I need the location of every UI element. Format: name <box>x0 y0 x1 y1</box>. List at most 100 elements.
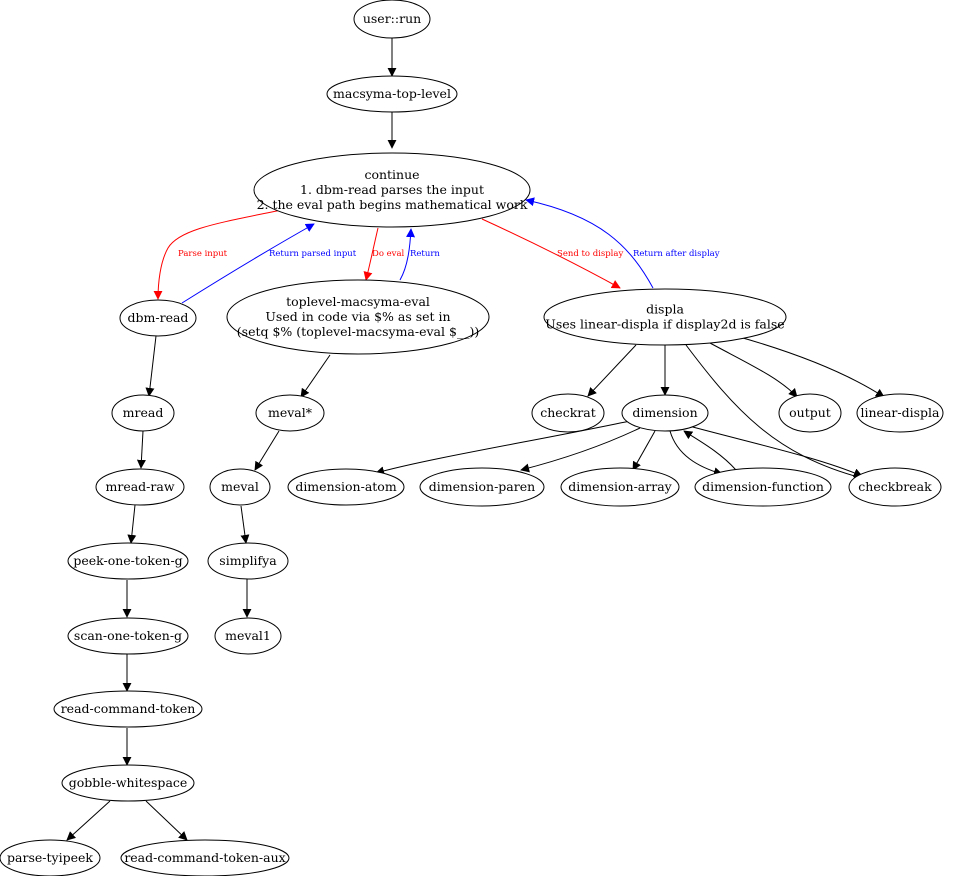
edge-label-return: Return <box>410 249 440 259</box>
node-dimension-array-ellipse <box>560 467 680 507</box>
node-displa-label: Uses linear-displa if display2d is false <box>545 317 784 332</box>
node-read-command-token-aux-ellipse <box>120 839 290 876</box>
node-parse-tyipeek-ellipse <box>0 839 101 876</box>
edge-dimension-to-dimension-paren <box>520 427 641 473</box>
node-read-command-token: read-command-token <box>53 690 203 728</box>
node-continue-label: continue <box>364 167 419 182</box>
node-mread-raw: mread-raw <box>95 468 185 506</box>
edge-displa-to-continue <box>525 197 654 289</box>
node-peek-one-token-g-ellipse <box>67 542 189 580</box>
node-displa-label: displa <box>646 302 684 317</box>
edge-displa-to-linear-displa <box>735 335 885 398</box>
edge-displa-to-checkbreak <box>685 344 863 481</box>
edge-gobble-whitespace-to-parse-tyipeek <box>66 800 111 841</box>
node-read-command-token-aux-label: read-command-token-aux <box>124 850 285 865</box>
node-checkbreak-ellipse <box>848 467 942 507</box>
edge-displa-to-checkrat <box>587 344 637 397</box>
node-simplifya-ellipse <box>207 542 289 580</box>
node-dimension-function-ellipse <box>694 467 832 507</box>
edge-displa-to-output <box>709 342 798 398</box>
node-user-run: user::run <box>353 0 431 39</box>
node-continue-label: 1. dbm-read parses the input <box>300 182 484 197</box>
edge-dimension-to-checkbreak <box>688 425 863 477</box>
node-linear-displa-ellipse <box>856 393 944 433</box>
node-toplevel-macsyma-eval-label: (setq $% (toplevel-macsyma-eval $__)) <box>237 324 479 339</box>
node-dimension-label: dimension <box>632 405 697 420</box>
edge-gobble-whitespace-to-read-command-token-aux <box>145 800 188 841</box>
node-dimension: dimension <box>621 394 709 432</box>
node-mread-label: mread <box>123 405 164 420</box>
edge-mread-raw-to-peek-one-token-g <box>127 504 137 544</box>
node-linear-displa: linear-displa <box>856 393 944 433</box>
node-dbm-read: dbm-read <box>119 299 197 337</box>
edge-label-send-to-display: Send to display <box>557 249 623 259</box>
edges-layer <box>66 38 885 841</box>
node-gobble-whitespace-ellipse <box>61 764 195 802</box>
edge-continue-to-toplevel-macsyma-eval <box>363 227 379 281</box>
node-parse-tyipeek: parse-tyipeek <box>0 839 101 876</box>
node-read-command-token-aux: read-command-token-aux <box>120 839 290 876</box>
node-peek-one-token-g-label: peek-one-token-g <box>73 553 182 568</box>
node-dimension-atom-ellipse <box>287 468 405 506</box>
edge-label-parse-input: Parse input <box>178 249 228 259</box>
edge-dimension-to-dimension-function <box>669 430 723 477</box>
node-displa-ellipse <box>543 288 787 346</box>
node-simplifya-label: simplifya <box>219 553 277 568</box>
node-scan-one-token-g-ellipse <box>67 617 189 655</box>
edge-label-do-eval: Do eval <box>372 249 405 259</box>
node-read-command-token-ellipse <box>53 690 203 728</box>
edge-mread-to-mread-raw <box>136 430 146 469</box>
node-macsyma-top-level-ellipse <box>326 75 458 113</box>
edge-label-return-parsed-input: Return parsed input <box>269 249 357 259</box>
node-mread-raw-ellipse <box>95 468 185 506</box>
node-peek-one-token-g: peek-one-token-g <box>67 542 189 580</box>
node-mread: mread <box>111 394 175 432</box>
node-read-command-token-label: read-command-token <box>61 701 196 716</box>
edge-toplevel-macsyma-eval-to-continue <box>399 228 416 281</box>
node-meval1-label: meval1 <box>225 628 271 643</box>
node-output-ellipse <box>778 393 842 433</box>
node-macsyma-top-level-label: macsyma-top-level <box>333 86 451 101</box>
node-meval-ellipse <box>209 468 271 506</box>
node-mread-ellipse <box>111 394 175 432</box>
node-dbm-read-label: dbm-read <box>128 310 189 325</box>
node-dbm-read-ellipse <box>119 299 197 337</box>
node-user-run-label: user::run <box>363 11 421 26</box>
node-toplevel-macsyma-eval-label: toplevel-macsyma-eval <box>286 294 430 309</box>
edge-continue-to-displa <box>481 218 621 289</box>
node-meval-label: meval <box>221 479 259 494</box>
node-dimension-array: dimension-array <box>560 467 680 507</box>
node-dimension-paren: dimension-paren <box>419 467 545 507</box>
node-gobble-whitespace: gobble-whitespace <box>61 764 195 802</box>
node-checkrat-ellipse <box>531 393 605 433</box>
node-gobble-whitespace-label: gobble-whitespace <box>69 775 188 790</box>
node-linear-displa-label: linear-displa <box>861 405 941 420</box>
node-mread-raw-label: mread-raw <box>105 479 174 494</box>
edge-label-return-after-display: Return after display <box>633 249 720 259</box>
node-meval-star-label: meval* <box>268 405 313 420</box>
node-simplifya: simplifya <box>207 542 289 580</box>
node-scan-one-token-g: scan-one-token-g <box>67 617 189 655</box>
node-meval1: meval1 <box>214 617 282 655</box>
node-toplevel-macsyma-eval-ellipse <box>226 279 490 355</box>
node-dimension-paren-ellipse <box>419 467 545 507</box>
node-dimension-atom: dimension-atom <box>287 468 405 506</box>
node-meval1-ellipse <box>214 617 282 655</box>
node-dimension-atom-label: dimension-atom <box>295 479 397 494</box>
node-continue-label: 2. the eval path begins mathematical wor… <box>257 197 528 212</box>
node-continue-ellipse <box>253 152 531 228</box>
edge-dbm-read-to-continue <box>181 223 315 304</box>
node-meval-star-ellipse <box>255 394 325 432</box>
node-dimension-paren-label: dimension-paren <box>429 479 535 494</box>
node-toplevel-macsyma-eval-label: Used in code via $% as set in <box>265 309 450 324</box>
edge-dimension-to-dimension-array <box>632 430 656 471</box>
node-scan-one-token-g-label: scan-one-token-g <box>74 628 182 643</box>
node-dimension-ellipse <box>621 394 709 432</box>
node-checkbreak: checkbreak <box>848 467 942 507</box>
edge-meval-to-simplifya <box>240 505 250 544</box>
edge-toplevel-macsyma-eval-to-meval-star <box>300 354 331 398</box>
